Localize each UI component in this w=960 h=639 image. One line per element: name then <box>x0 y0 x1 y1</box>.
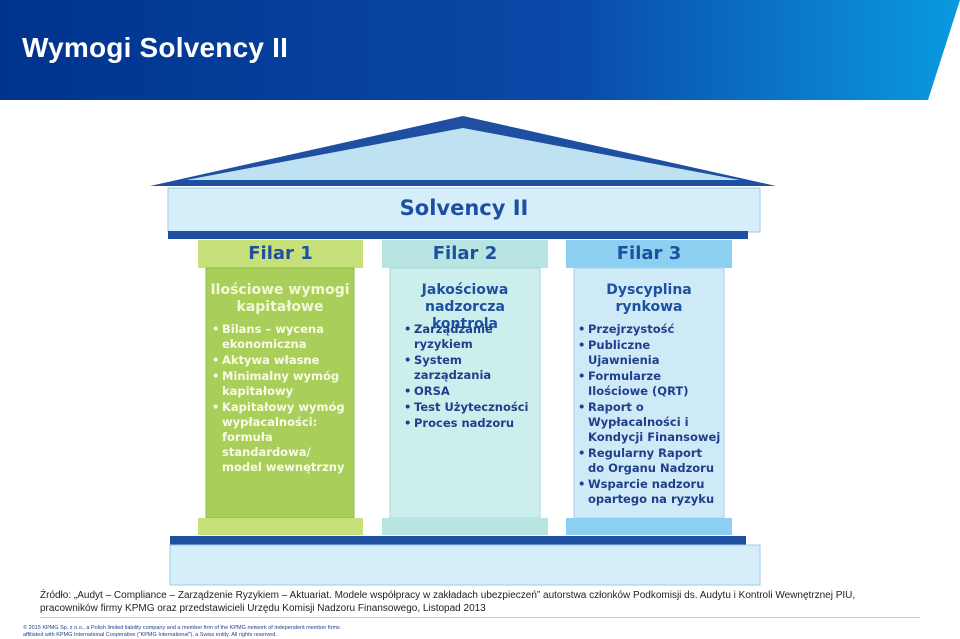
pillar-3-capital <box>566 240 732 268</box>
roof-beam-shadow <box>168 231 748 239</box>
pillar-1-base <box>198 518 363 535</box>
pillar-1-shaft <box>205 267 355 519</box>
footer-line-2: affiliated with KPMG International Coope… <box>23 632 277 638</box>
foundation-band <box>170 536 746 545</box>
pillar-2-list: •Zarządzanie ryzykiem •System zarządzani… <box>404 322 534 432</box>
roof-beam <box>167 187 761 233</box>
list-item: •Wsparcie nadzoru opartego na ryzyku <box>578 477 715 506</box>
pillar-1-capital <box>198 240 363 268</box>
pillar-2-title: Jakościowa nadzorcza kontrola <box>421 282 509 332</box>
source-line-2: pracowników firmy KPMG oraz przedstawici… <box>40 603 486 614</box>
list-item: •Kapitałowy wymóg wypłacalności: formuła… <box>212 400 345 474</box>
pillar-3-shaft <box>573 267 725 519</box>
copyright-footer: © 2015 KPMG Sp. z o.o., a Polish limited… <box>23 625 340 639</box>
list-item: •Aktywa własne <box>212 353 320 367</box>
pillar-3-list: •Przejrzystość •Publiczne Ujawnienia •Fo… <box>578 322 722 508</box>
page-title: Wymogi Solvency II <box>22 32 289 63</box>
list-item: •Proces nadzoru <box>404 416 515 430</box>
pillar-3-head: Filar 3 <box>616 243 682 264</box>
list-item: •Formularze Ilościowe (QRT) <box>578 369 689 398</box>
pillar-1-title: Ilościowe wymogi kapitałowe <box>210 282 350 315</box>
source-note: Źródło: „Audyt – Compliance – Zarządzeni… <box>40 589 940 615</box>
list-item: •Minimalny wymóg kapitałowy <box>212 369 340 398</box>
footer-line-1: © 2015 KPMG Sp. z o.o., a Polish limited… <box>23 625 340 631</box>
list-item: •ORSA <box>404 384 450 398</box>
pillar-1-list: •Bilans – wycena ekonomiczna •Aktywa wła… <box>212 322 350 476</box>
list-item: •Przejrzystość <box>578 322 675 336</box>
header-banner: Wymogi Solvency II <box>0 0 960 100</box>
pillar-2-head: Filar 2 <box>432 243 498 264</box>
source-line-1: Źródło: „Audyt – Compliance – Zarządzeni… <box>40 590 856 601</box>
roof-pediment-inner <box>186 128 740 180</box>
list-item: •Regularny Raport do Organu Nadzoru <box>578 446 715 475</box>
list-item: •Bilans – wycena ekonomiczna <box>212 322 324 351</box>
pillar-3-title: Dyscyplina rynkowa <box>606 282 692 315</box>
foundation-base <box>169 544 761 586</box>
list-item: •Zarządzanie ryzykiem <box>404 322 493 351</box>
pillar-2-base <box>382 518 548 535</box>
roof-title: Solvency II <box>399 196 529 220</box>
pillar-1-head: Filar 1 <box>248 243 313 264</box>
footer-divider <box>40 617 920 618</box>
list-item: •Raport o Wypłacalności i Kondycji Finan… <box>578 400 721 444</box>
header-background <box>0 0 960 100</box>
pillar-3-base <box>566 518 732 535</box>
pillar-2-capital <box>382 240 548 268</box>
list-item: •Publiczne Ujawnienia <box>578 338 660 367</box>
pillar-2-shaft <box>389 267 541 519</box>
list-item: •System zarządzania <box>404 353 492 382</box>
list-item: •Test Użyteczności <box>404 400 529 414</box>
